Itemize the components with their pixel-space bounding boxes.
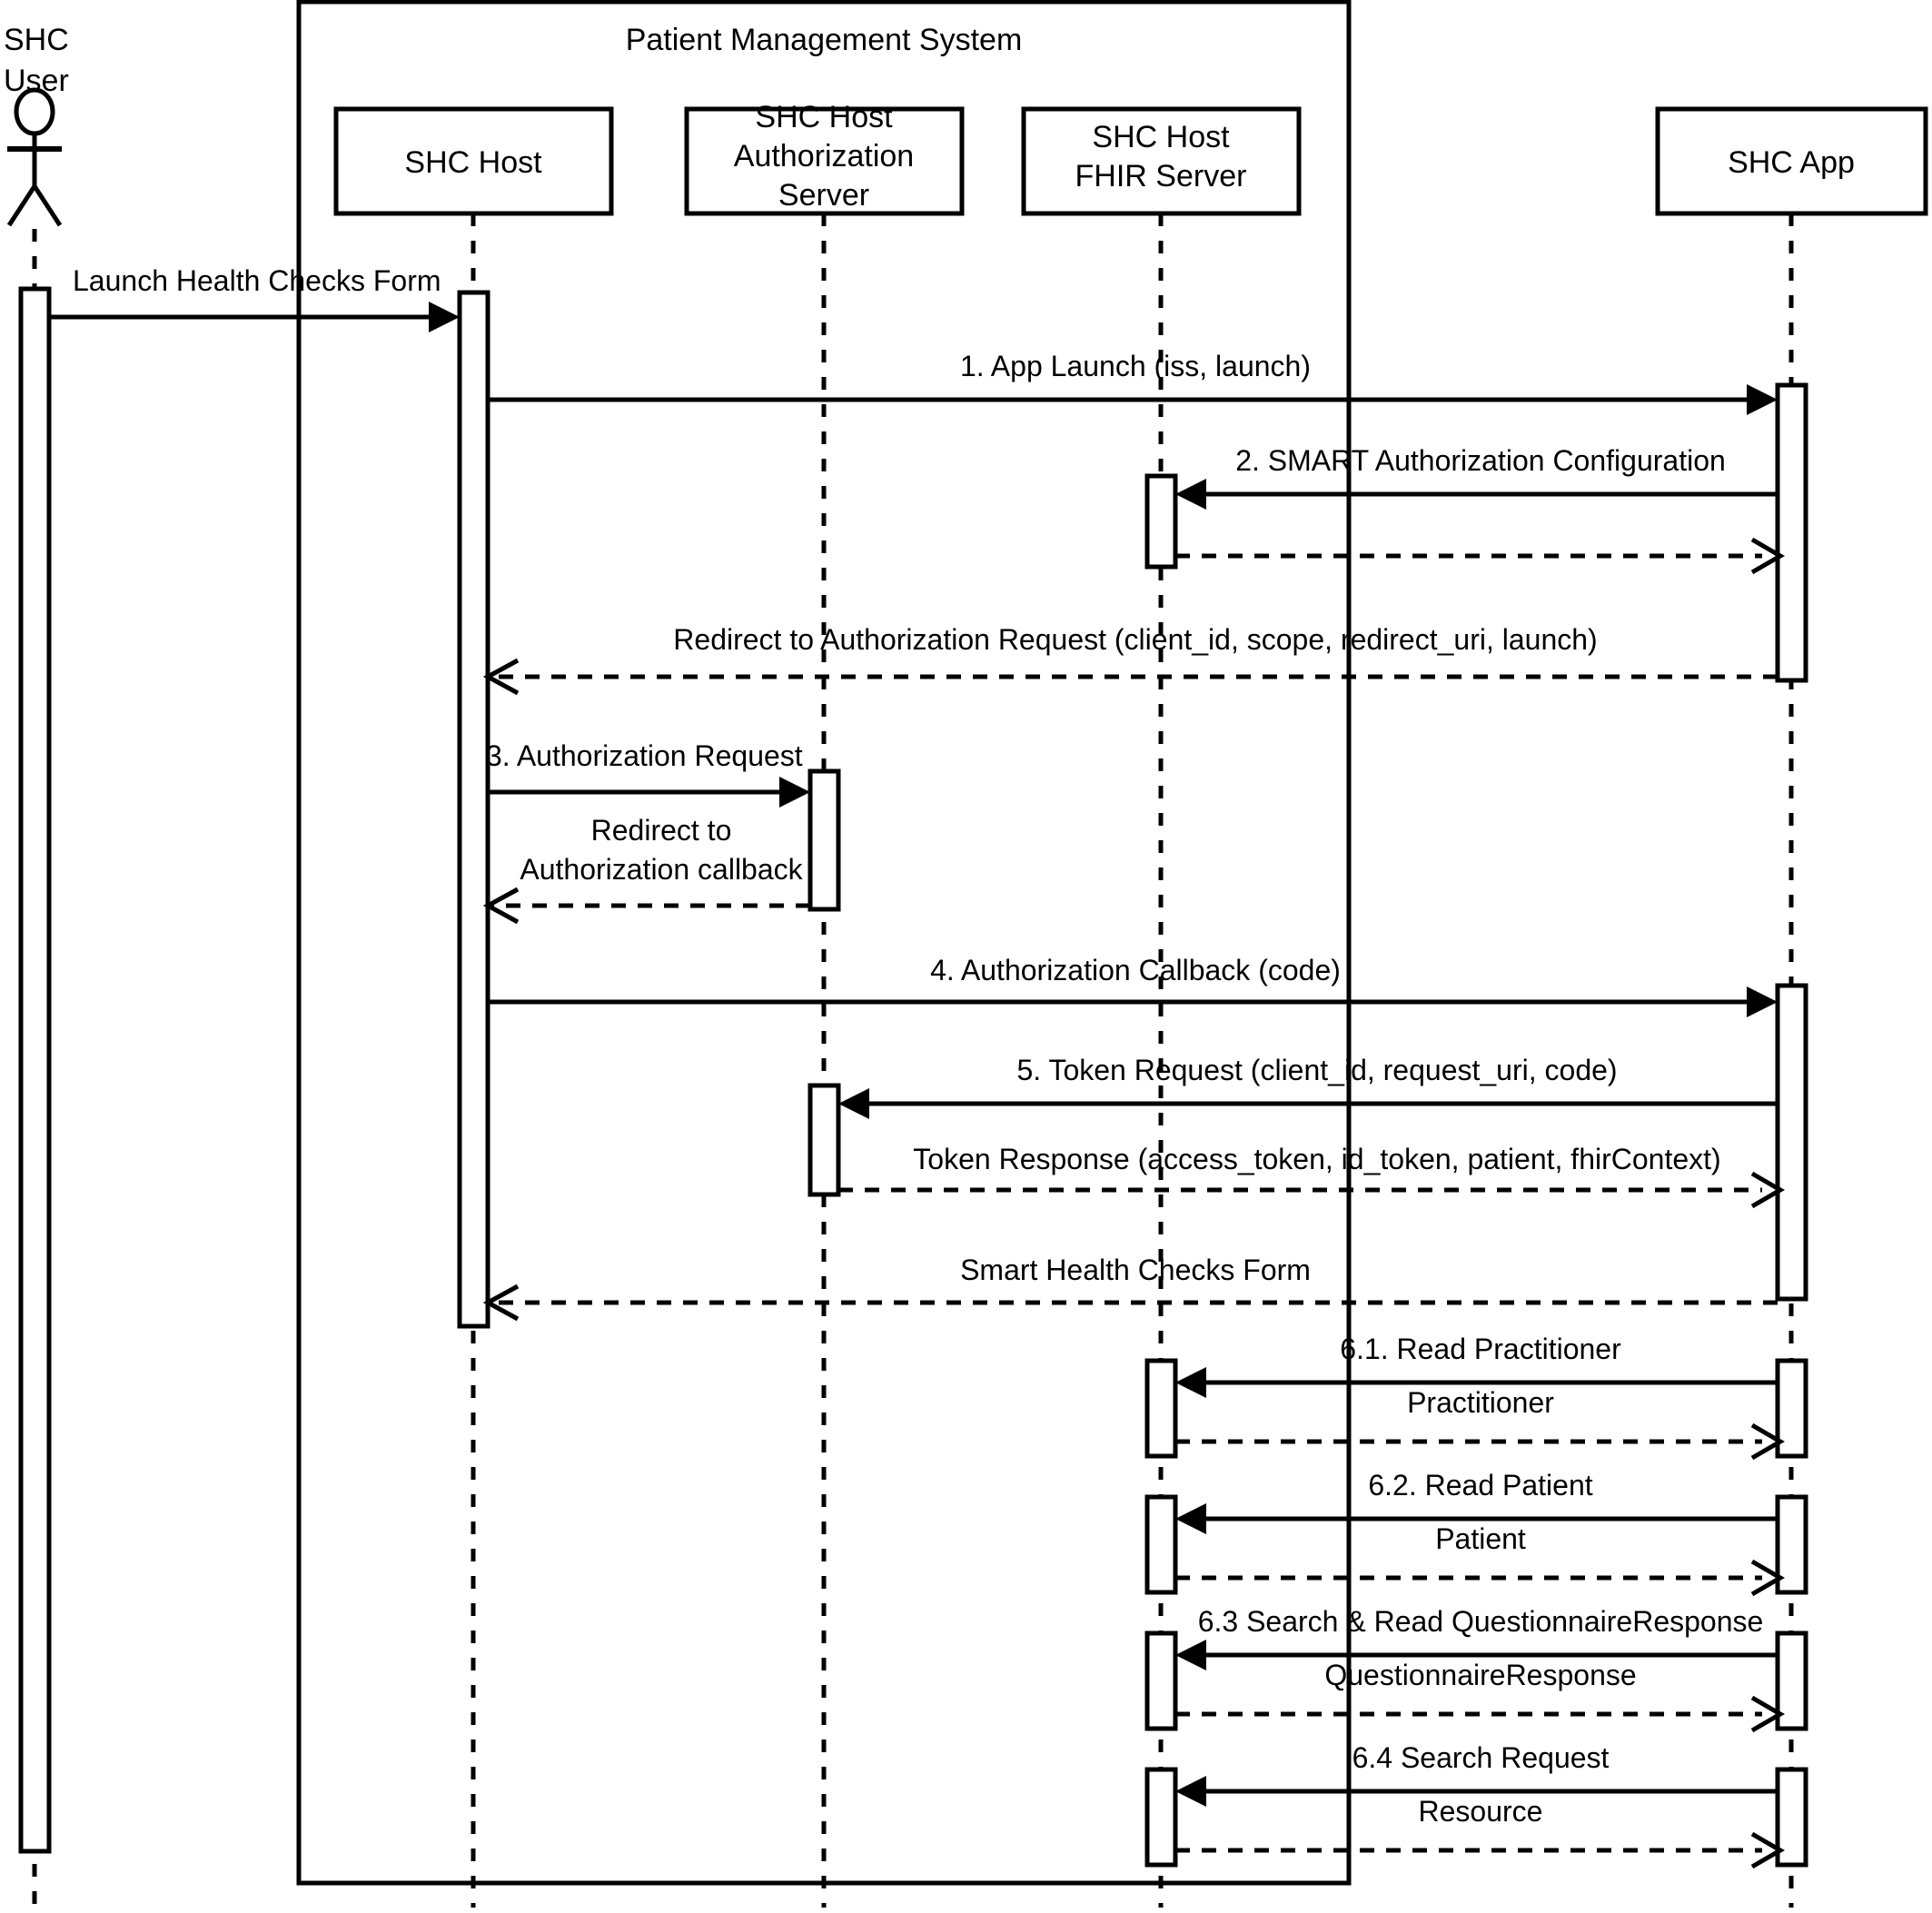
message-smart-authorization-configuration[interactable]: 2. SMART Authorization Configuration (1175, 444, 1778, 510)
activation-fhir-1 (1144, 473, 1178, 570)
message-label-m6-line1: Redirect to (591, 814, 732, 847)
arrowhead-open-m6 (482, 887, 520, 925)
arrowhead-filled-m13 (1175, 1503, 1206, 1534)
message-label-m17: 6.4 Search Request (1352, 1741, 1610, 1774)
activation-auth-2 (807, 1083, 841, 1197)
activation-fhir-3 (1144, 1494, 1178, 1595)
actor-label-line1: SHC (4, 23, 69, 57)
participant-label-auth-line3: Server (778, 178, 869, 213)
participant-shc-host-authorization-server[interactable]: SHC Host Authorization Server (684, 100, 965, 1908)
arrowhead-filled-m7 (1747, 986, 1778, 1017)
message-label-m1: 1. App Launch (iss, launch) (960, 350, 1311, 382)
message-label-m18: Resource (1419, 1795, 1543, 1828)
message-label-m10: Smart Health Checks Form (960, 1254, 1311, 1286)
activation-fhir-4 (1144, 1631, 1178, 1731)
participant-box-shc-app[interactable] (1655, 106, 1928, 216)
message-label-m9: Token Response (access_token, id_token, … (913, 1143, 1720, 1175)
message-label-m14: Patient (1435, 1522, 1526, 1555)
activation-app-2 (1775, 983, 1808, 1302)
message-read-patient[interactable]: 6.2. Read Patient (1175, 1469, 1778, 1534)
activation-shc-host (457, 290, 490, 1329)
participant-label-fhir-line2: FHIR Server (1075, 159, 1247, 193)
participant-label-auth-line2: Authorization (734, 139, 914, 173)
message-smart-authorization-configuration-return[interactable] (1175, 537, 1785, 575)
message-read-practitioner[interactable]: 6.1. Read Practitioner (1175, 1333, 1778, 1398)
message-redirect-to-authorization-callback[interactable]: Redirect to Authorization callback (482, 814, 810, 925)
message-launch-health-checks-form[interactable]: Launch Health Checks Form (49, 264, 460, 332)
participant-shc-app[interactable]: SHC App (1655, 106, 1928, 1908)
message-resource-return[interactable]: Resource (1175, 1795, 1785, 1869)
actor-stick-figure-icon (6, 87, 63, 227)
participant-shc-host-fhir-server[interactable]: SHC Host FHIR Server (1021, 106, 1302, 1908)
message-app-launch[interactable]: 1. App Launch (iss, launch) (488, 350, 1778, 415)
arrowhead-filled-m11 (1175, 1367, 1206, 1398)
message-smart-health-checks-form[interactable]: Smart Health Checks Form (482, 1254, 1778, 1322)
arrowhead-filled-m0 (429, 302, 460, 332)
participant-label-auth-line1: SHC Host (755, 100, 893, 134)
group-patient-management-system: Patient Management System (296, 0, 1352, 1886)
arrowhead-filled-m2 (1175, 479, 1206, 510)
message-label-m7: 4. Authorization Callback (code) (930, 954, 1341, 986)
message-label-m15: 6.3 Search & Read QuestionnaireResponse (1198, 1605, 1764, 1638)
activation-fhir-5 (1144, 1767, 1178, 1868)
message-label-m12: Practitioner (1407, 1386, 1554, 1419)
arrowhead-open-m4 (482, 658, 520, 696)
activation-app-5 (1775, 1631, 1808, 1731)
participant-label-shc-host: SHC Host (404, 145, 542, 180)
activation-fhir-2 (1144, 1358, 1178, 1459)
message-questionnaireresponse-return[interactable]: QuestionnaireResponse (1175, 1659, 1785, 1733)
arrowhead-open-m18 (1750, 1831, 1785, 1869)
arrowhead-filled-m15 (1175, 1640, 1206, 1670)
message-label-m4: Redirect to Authorization Request (clien… (673, 623, 1597, 656)
arrowhead-open-m16 (1750, 1695, 1785, 1733)
arrowhead-filled-m17 (1175, 1776, 1206, 1807)
participant-label-shc-app: SHC App (1728, 145, 1855, 180)
message-label-m2: 2. SMART Authorization Configuration (1235, 444, 1726, 477)
message-label-m16: QuestionnaireResponse (1324, 1659, 1636, 1691)
message-label-m0: Launch Health Checks Form (73, 264, 441, 297)
participant-label-fhir-line1: SHC Host (1092, 120, 1230, 154)
participant-box-shc-host-authorization-server[interactable] (684, 106, 965, 216)
message-authorization-callback[interactable]: 4. Authorization Callback (code) (488, 954, 1778, 1017)
message-search-request[interactable]: 6.4 Search Request (1175, 1741, 1778, 1807)
actor-shc-user[interactable]: SHC User (4, 23, 69, 1908)
message-practitioner-return[interactable]: Practitioner (1175, 1386, 1785, 1461)
arrowhead-open-m12 (1750, 1422, 1785, 1461)
activation-auth-1 (807, 768, 841, 912)
activation-shc-user (18, 286, 52, 1854)
message-authorization-request[interactable]: 3. Authorization Request (486, 739, 810, 808)
group-label: Patient Management System (626, 23, 1023, 57)
arrowhead-filled-m1 (1747, 384, 1778, 415)
arrowhead-open-m3 (1750, 537, 1785, 575)
message-redirect-to-authorization-request[interactable]: Redirect to Authorization Request (clien… (482, 623, 1778, 696)
arrowhead-filled-m5 (779, 777, 810, 808)
message-token-request[interactable]: 5. Token Request (client_id, request_uri… (838, 1054, 1778, 1119)
message-label-m6-line2: Authorization callback (520, 853, 803, 886)
message-label-m5: 3. Authorization Request (486, 739, 803, 772)
arrowhead-filled-m8 (838, 1088, 869, 1119)
message-token-response[interactable]: Token Response (access_token, id_token, … (838, 1143, 1785, 1209)
participant-shc-host[interactable]: SHC Host (333, 106, 614, 1908)
arrowhead-open-m9 (1750, 1171, 1785, 1209)
message-label-m13: 6.2. Read Patient (1368, 1469, 1592, 1502)
group-frame (296, 0, 1352, 1886)
activation-app-1 (1775, 382, 1808, 683)
message-label-m8: 5. Token Request (client_id, request_uri… (1016, 1054, 1617, 1086)
arrowhead-open-m14 (1750, 1559, 1785, 1597)
message-label-m11: 6.1. Read Practitioner (1340, 1333, 1621, 1365)
message-patient-return[interactable]: Patient (1175, 1522, 1785, 1597)
message-search-read-questionnaireresponse[interactable]: 6.3 Search & Read QuestionnaireResponse (1175, 1605, 1778, 1670)
arrowhead-open-m10 (482, 1284, 520, 1322)
